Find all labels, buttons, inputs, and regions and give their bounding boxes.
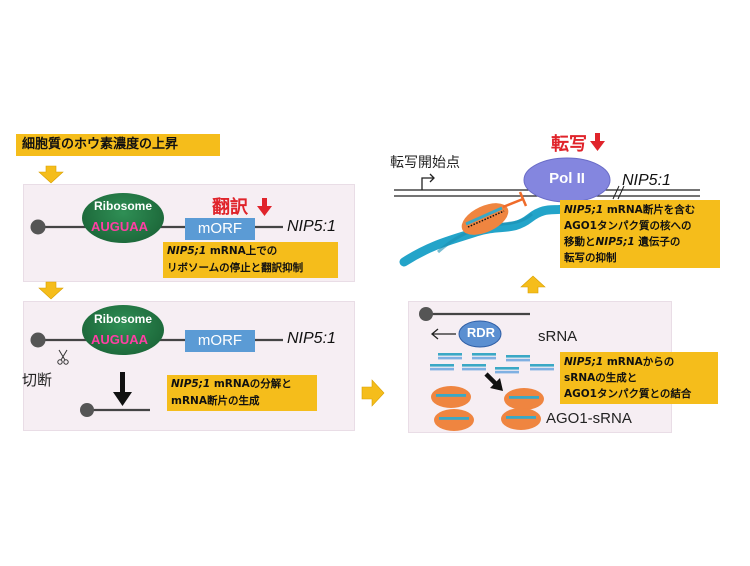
nascent-rna — [399, 201, 579, 267]
ago1-srna-label: AGO1-sRNA — [546, 410, 632, 427]
codon-label-2: AUGUAA — [91, 332, 149, 347]
srna-label: sRNA — [538, 328, 578, 345]
note-3-gene: NIP5;1 — [564, 356, 604, 368]
rdr-label: RDR — [466, 325, 496, 340]
note-4-gene: NIP5;1 — [564, 204, 604, 216]
morf-box-1: mORF — [185, 218, 255, 240]
srna-duplexes — [430, 353, 554, 374]
note-4: NIP5;1 mRNA断片を含む AGO1タンパク質の核への 移動とNIP5;1… — [560, 200, 720, 268]
ribosome-1 — [82, 193, 164, 243]
note-1-line1: mRNA上での — [206, 245, 278, 257]
ago1-proteins — [431, 386, 544, 431]
note-4-line3a: 移動と — [564, 236, 596, 248]
note-4-line4: 転写の抑制 — [564, 252, 617, 264]
ago1-on-chromatin — [461, 203, 509, 235]
loading-arrow — [484, 372, 503, 391]
note-2-gene: NIP5;1 — [171, 378, 211, 390]
transcription-label: 転写 — [551, 134, 587, 155]
translation-label: 翻訳 — [212, 197, 248, 218]
note-4-gene2: NIP5;1 — [595, 236, 635, 248]
degradation-arrow — [113, 372, 132, 406]
note-2-line1: mRNAの分解と — [210, 378, 292, 390]
top-label: 細胞質のホウ素濃度の上昇 — [16, 134, 220, 156]
note-1-gene: NIP5;1 — [167, 245, 207, 257]
inhibition-symbol — [502, 191, 528, 209]
note-4-line3b: 遺伝子の — [634, 236, 681, 248]
up-arrow — [520, 275, 546, 294]
note-3-line1: mRNAからの — [603, 356, 675, 368]
note-4-line2: AGO1タンパク質の核への — [564, 220, 692, 232]
scissors-icon — [57, 349, 69, 365]
tss-label: 転写開始点 — [390, 155, 460, 171]
transcription-down-arrow — [590, 133, 605, 151]
gene-label-4: NIP5:1 — [622, 172, 671, 189]
cap-1 — [30, 219, 46, 235]
gene-label-1: NIP5:1 — [287, 218, 336, 235]
note-3-line2: sRNAの生成と — [564, 372, 638, 384]
rdr-direction-arrow — [430, 328, 456, 340]
tss-arrow — [421, 173, 435, 190]
ribosome-label-2: Ribosome — [93, 312, 152, 326]
fragment-cap — [80, 403, 94, 417]
note-2: NIP5;1 mRNAの分解と mRNA断片の生成 — [167, 375, 317, 411]
fragment-cap-3 — [419, 307, 433, 321]
note-1: NIP5;1 mRNA上での リボソームの停止と翻訳抑制 — [163, 242, 338, 278]
rdr-enzyme — [458, 320, 502, 348]
down-arrow-1 — [38, 165, 64, 184]
down-arrow-2 — [38, 281, 64, 300]
cap-2 — [30, 332, 46, 348]
note-2-line2: mRNA断片の生成 — [171, 395, 260, 407]
ribosome-label-1: Ribosome — [93, 199, 152, 213]
note-1-line2: リボソームの停止と翻訳抑制 — [167, 262, 304, 274]
codon-label-1: AUGUAA — [91, 219, 149, 234]
right-arrow — [361, 379, 385, 407]
pol-ii-label: Pol II — [549, 170, 585, 187]
translation-down-arrow — [257, 198, 272, 216]
morf-box-2: mORF — [185, 330, 255, 352]
cleavage-label: 切断 — [22, 371, 53, 389]
note-3: NIP5;1 mRNAからの sRNAの生成と AGO1タンパク質との結合 — [560, 352, 718, 404]
note-3-line3: AGO1タンパク質との結合 — [564, 388, 692, 400]
ribosome-2 — [82, 305, 164, 355]
note-4-line1: mRNA断片を含む — [603, 204, 696, 216]
gene-label-2: NIP5:1 — [287, 330, 336, 347]
